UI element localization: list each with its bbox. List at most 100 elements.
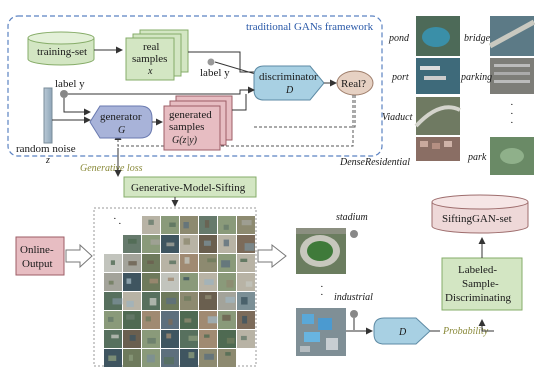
training-set-label: training-set: [37, 46, 87, 58]
generated-image-tile-detail: [204, 353, 214, 360]
generated-image-tile-detail: [242, 315, 248, 324]
generated-image-tile-detail: [184, 318, 192, 323]
gan-framework-frame: [7, 15, 383, 157]
online-output-box: [15, 236, 65, 276]
discriminator-shape: discriminator D: [253, 65, 325, 101]
generated-image-tile-detail: [164, 357, 174, 365]
grid-dots-2: ·: [113, 213, 117, 225]
generated-image-tile-detail: [188, 335, 198, 341]
dense-residential-label: DenseResidential: [339, 157, 410, 168]
industrial-label: industrial: [334, 292, 373, 303]
generated-image-tile-detail: [150, 239, 160, 245]
generated-image-tile-detail: [168, 319, 173, 325]
generated-image-tile-detail: [241, 220, 252, 226]
label-y-right-dot: [207, 58, 215, 66]
park-label: park: [467, 152, 487, 163]
label-y-left-dot: [60, 90, 68, 98]
stadium-dot: [350, 230, 358, 238]
generated-image-tile-detail: [147, 337, 156, 344]
generated-image-tile-detail: [148, 219, 154, 225]
generated-image-tile-detail: [108, 355, 117, 361]
stadium-image: [296, 228, 346, 274]
viaduct-label: Viaduct: [382, 112, 413, 123]
generated-image-tile: [199, 254, 217, 272]
training-set-cylinder: training-set: [27, 31, 95, 66]
category-dots-1: ·: [510, 99, 514, 111]
real-samples-var: x: [147, 66, 153, 77]
gan-framework-title: traditional GANs framework: [246, 21, 374, 33]
generated-image-tile-detail: [107, 316, 114, 322]
generated-samples-var: G(z|y): [172, 135, 198, 146]
generated-image-tile-detail: [183, 277, 190, 281]
pond-label: pond: [388, 33, 410, 44]
generated-image-tile-detail: [146, 354, 155, 363]
generator-label: generator: [100, 111, 142, 123]
generated-image-tile: [123, 273, 141, 291]
generated-image-tile-detail: [221, 260, 231, 268]
labeled-sample-line1: Labeled-: [458, 264, 497, 276]
generated-image-tile-detail: [183, 238, 191, 245]
generated-image-tile: [180, 273, 198, 291]
generated-image-tile-detail: [108, 280, 114, 285]
sifting-box: [123, 176, 257, 198]
generated-image-tile: [123, 311, 141, 329]
generated-image-tile-detail: [207, 258, 217, 263]
category-dots-2: ·: [510, 108, 514, 120]
labeled-sample-line3: Discriminating: [445, 292, 511, 304]
samples-dots-2: ·: [320, 289, 324, 301]
generated-image-tile-detail: [223, 224, 229, 230]
generated-image-tile-detail: [240, 335, 247, 341]
generated-image-tile-detail: [166, 297, 177, 305]
generated-samples-line2: samples: [169, 121, 204, 133]
generated-image-tile-detail: [240, 258, 248, 262]
online-output-arrow: [65, 243, 93, 269]
generated-image-tile: [142, 311, 160, 329]
category-dots-3: ·: [510, 117, 514, 129]
generated-image-tile: [180, 216, 198, 234]
generated-image-tile-detail: [204, 279, 214, 285]
label-y-right: label y: [200, 67, 230, 79]
category-images: [414, 16, 536, 175]
generated-image-tile-detail: [223, 239, 230, 247]
bridge-label: bridge: [464, 33, 491, 44]
generated-image-tile-detail: [147, 260, 154, 264]
generated-image-tile-detail: [128, 261, 137, 266]
generated-image-tile-detail: [222, 314, 231, 321]
generated-image-tile-detail: [126, 278, 132, 284]
generated-image-tile-detail: [207, 316, 218, 324]
generated-image-tile-detail: [169, 222, 176, 227]
generated-image-tile: [123, 235, 141, 253]
generated-image-tile-detail: [166, 242, 175, 247]
noise-var: z: [45, 155, 50, 166]
parking-image: [490, 58, 534, 94]
grid-dots: ·: [118, 218, 122, 230]
generated-image-tile-detail: [226, 279, 234, 288]
industrial-image: [296, 308, 346, 356]
generated-image-tile-detail: [203, 240, 211, 246]
generated-image-tile: [199, 292, 217, 310]
generated-image-tile-detail: [110, 260, 115, 265]
viaduct-image: [416, 97, 460, 135]
labeled-sample-line2: Sample-: [462, 278, 499, 290]
generated-image-tile-detail: [149, 278, 158, 284]
generated-image-tile-detail: [111, 334, 119, 339]
generated-image-tile-detail: [205, 295, 212, 300]
generated-image-tile-detail: [225, 352, 231, 356]
siftinggan-set-label: SiftingGAN-set: [442, 213, 512, 225]
generated-image-tile-detail: [188, 352, 195, 359]
grid-to-samples-arrow: [257, 243, 287, 269]
discriminator-bottom-shape: D: [373, 317, 431, 345]
generated-samples-line1: generated: [169, 109, 212, 121]
generated-image-tile: [199, 330, 217, 348]
generated-image-tile-detail: [184, 296, 192, 301]
generated-image-tile-detail: [166, 333, 172, 339]
discriminator-var: D: [285, 85, 294, 96]
port-label: port: [391, 72, 409, 83]
generated-image-tile-detail: [149, 298, 157, 306]
generated-image-tile-detail: [169, 260, 177, 265]
generated-image-tile-detail: [127, 238, 137, 244]
generated-image-tile-detail: [126, 314, 135, 320]
generator-shape: generator G: [89, 105, 153, 139]
generated-image-tile-detail: [129, 335, 136, 341]
